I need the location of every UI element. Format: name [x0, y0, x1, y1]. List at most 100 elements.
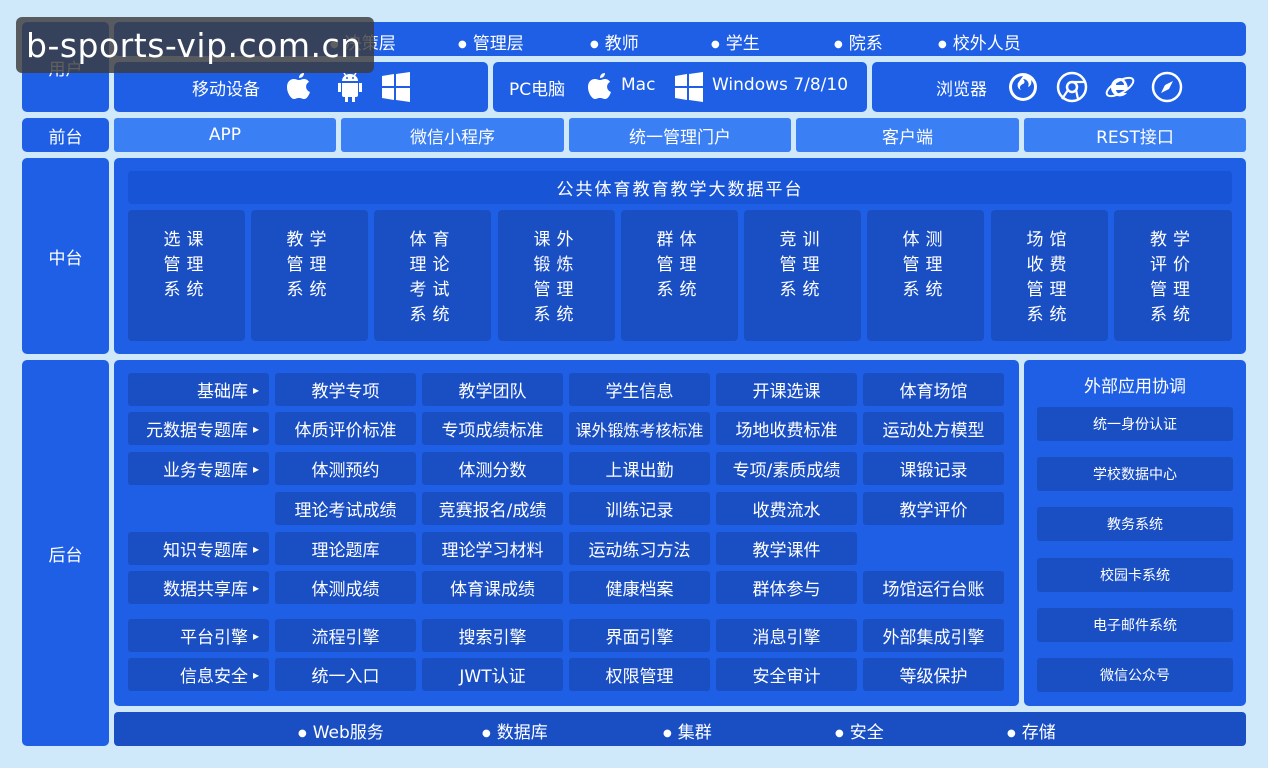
middle-platform-panel: 公共体育教育教学大数据平台 选课管理系统 教学管理系统 体育理论考试系统 课外锻…	[114, 158, 1246, 354]
front-item-rest: REST接口	[1024, 118, 1246, 152]
lib-head-shared: 数据共享库	[128, 571, 269, 604]
lib-cell: 体育课成绩	[422, 571, 563, 604]
apple-icon	[585, 70, 615, 104]
lib-head-metadata: 元数据专题库	[128, 412, 269, 445]
lib-cell: 运动处方模型	[863, 412, 1004, 445]
front-item-mini-program: 微信小程序	[341, 118, 564, 152]
mac-label: Mac	[621, 75, 656, 95]
system-evaluation: 教学评价管理系统	[1114, 210, 1232, 341]
lib-cell: 外部集成引擎	[863, 619, 1004, 652]
lib-cell: 场地收费标准	[716, 412, 857, 445]
browser-panel: 浏览器	[872, 62, 1246, 112]
external-item: 统一身份认证	[1037, 407, 1233, 441]
lib-cell: 消息引擎	[716, 619, 857, 652]
mobile-label: 移动设备	[192, 80, 260, 100]
lib-cell: 专项/素质成绩	[716, 452, 857, 485]
infrastructure-bar: Web服务 数据库 集群 安全 存储	[114, 712, 1246, 746]
lib-cell: 收费流水	[716, 492, 857, 525]
pc-devices-panel: PC电脑 Mac Windows 7/8/10	[493, 62, 867, 112]
lib-cell: 体质评价标准	[275, 412, 416, 445]
system-course-selection: 选课管理系统	[128, 210, 245, 341]
lib-cell: 理论题库	[275, 532, 416, 565]
lib-cell: 课锻记录	[863, 452, 1004, 485]
infra-item: Web服务	[298, 718, 384, 743]
windows-icon	[673, 71, 705, 103]
windows-label: Windows 7/8/10	[712, 75, 849, 95]
external-item: 校园卡系统	[1037, 558, 1233, 592]
lib-cell: 健康档案	[569, 571, 710, 604]
lib-cell: 体测成绩	[275, 571, 416, 604]
android-icon	[334, 70, 366, 104]
system-theory-exam: 体育理论考试系统	[374, 210, 491, 341]
lib-cell: 训练记录	[569, 492, 710, 525]
firefox-icon	[1006, 70, 1040, 104]
system-fitness-test: 体测管理系统	[867, 210, 984, 341]
lib-cell: 教学课件	[716, 532, 857, 565]
chrome-icon	[1055, 70, 1089, 104]
lib-cell: 专项成绩标准	[422, 412, 563, 445]
lib-head-knowledge: 知识专题库	[128, 532, 269, 565]
lib-cell: 学生信息	[569, 373, 710, 406]
lib-cell: 开课选课	[716, 373, 857, 406]
lib-cell: 等级保护	[863, 658, 1004, 691]
external-item: 教务系统	[1037, 507, 1233, 541]
lib-cell: 统一入口	[275, 658, 416, 691]
front-layer-label: 前台	[22, 118, 109, 152]
external-title: 外部应用协调	[1084, 377, 1186, 397]
lib-cell: 权限管理	[569, 658, 710, 691]
lib-cell: 流程引擎	[275, 619, 416, 652]
system-teaching: 教学管理系统	[251, 210, 368, 341]
lib-cell: 教学专项	[275, 373, 416, 406]
infra-item: 存储	[1007, 718, 1056, 743]
role-item: 学生	[711, 29, 760, 54]
safari-icon	[1150, 70, 1184, 104]
lib-head-security: 信息安全	[128, 658, 269, 691]
lib-head-business: 业务专题库	[128, 452, 269, 485]
lib-cell: 竞赛报名/成绩	[422, 492, 563, 525]
external-apps-panel: 外部应用协调 统一身份认证 学校数据中心 教务系统 校园卡系统 电子邮件系统 微…	[1024, 360, 1246, 706]
external-item: 学校数据中心	[1037, 457, 1233, 491]
data-libraries-panel: 基础库 教学专项 教学团队 学生信息 开课选课 体育场馆 元数据专题库 体质评价…	[114, 360, 1019, 706]
infra-item: 集群	[663, 718, 712, 743]
system-extracurricular: 课外锻炼管理系统	[498, 210, 615, 341]
lib-cell: 课外锻炼考核标准	[569, 412, 710, 445]
lib-cell: 教学评价	[863, 492, 1004, 525]
external-item: 电子邮件系统	[1037, 608, 1233, 642]
middle-layer-label: 中台	[22, 158, 109, 354]
lib-cell: 界面引擎	[569, 619, 710, 652]
platform-title: 公共体育教育教学大数据平台	[128, 171, 1232, 204]
system-competition: 竞训管理系统	[744, 210, 861, 341]
lib-cell: 群体参与	[716, 571, 857, 604]
lib-head-basic: 基础库	[128, 373, 269, 406]
lib-cell: 搜索引擎	[422, 619, 563, 652]
lib-cell: 安全审计	[716, 658, 857, 691]
lib-cell: 理论学习材料	[422, 532, 563, 565]
lib-cell: 场馆运行台账	[863, 571, 1004, 604]
lib-cell: 上课出勤	[569, 452, 710, 485]
role-item: 院系	[834, 29, 883, 54]
front-item-client: 客户端	[796, 118, 1019, 152]
infra-item: 安全	[835, 718, 884, 743]
infra-item: 数据库	[482, 718, 548, 743]
lib-cell: JWT认证	[422, 658, 563, 691]
pc-label: PC电脑	[509, 80, 566, 100]
role-item: 教师	[590, 29, 639, 54]
windows-icon	[380, 70, 412, 104]
front-item-portal: 统一管理门户	[569, 118, 791, 152]
lib-cell: 体育场馆	[863, 373, 1004, 406]
lib-cell: 体测分数	[422, 452, 563, 485]
system-group-sports: 群体管理系统	[621, 210, 738, 341]
lib-cell: 运动练习方法	[569, 532, 710, 565]
role-item: 校外人员	[938, 29, 1021, 54]
lib-cell: 教学团队	[422, 373, 563, 406]
apple-icon	[284, 70, 314, 104]
lib-cell: 理论考试成绩	[275, 492, 416, 525]
browser-label: 浏览器	[936, 80, 987, 100]
front-item-app: APP	[114, 118, 336, 152]
lib-head-engine: 平台引擎	[128, 619, 269, 652]
back-layer-label: 后台	[22, 360, 109, 746]
role-item: 管理层	[458, 29, 524, 54]
lib-cell: 体测预约	[275, 452, 416, 485]
external-item: 微信公众号	[1037, 658, 1233, 692]
system-venue-fee: 场馆收费管理系统	[991, 210, 1108, 341]
